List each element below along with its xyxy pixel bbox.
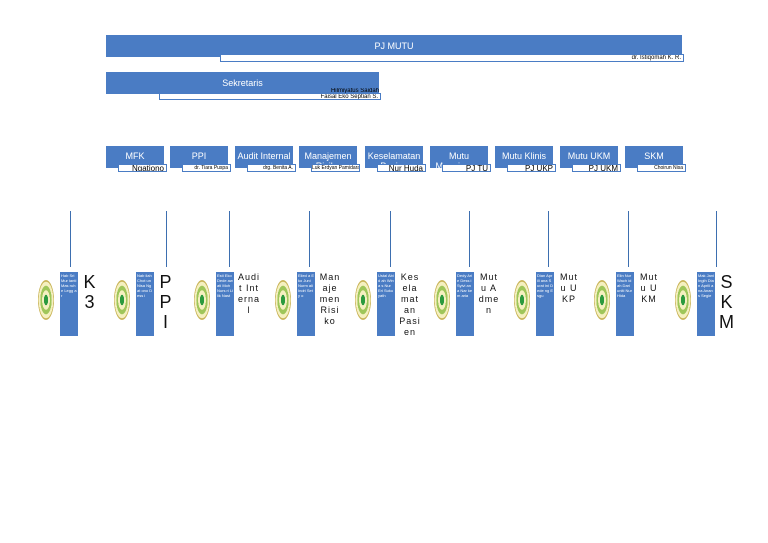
unit-name: Nur Huda [377,164,426,172]
sekretaris-box: Sekretaris [106,72,379,94]
member-group-label: Mutu UKP [559,272,578,304]
connector-line [309,211,310,267]
sekretaris-name-box: Hilmiyatus Saidah [159,88,381,99]
member-names-strip: Nab ilah Chot un Nisa Ngat ono Dess i [136,272,154,336]
member-names-strip: Esti Eko Dede awati Moh Nurs ri Lilik Na… [216,272,234,336]
connector-line [716,211,717,267]
member-names-strip: Dian Aprili ana Surat ini Dede ng Esgu [536,272,554,336]
puskesmas-logo-icon [514,280,530,320]
unit-box: MFK [106,146,164,168]
connector-line [166,211,167,267]
sekretaris-name-1: Hilmiyatus Saidah [330,88,379,94]
member-group-label: Mutu UKM [639,272,658,304]
member-names-strip: Elin Nur Wach idah Dari uniti Nur Hida [616,272,634,336]
connector-line [628,211,629,267]
unit-name: Ngationo [118,164,167,172]
unit-box: Audit Internal [235,146,293,168]
puskesmas-logo-icon [675,280,691,320]
puskesmas-logo-icon [434,280,450,320]
puskesmas-logo-icon [38,280,54,320]
puskesmas-logo-icon [114,280,130,320]
unit-title: MFK [125,151,145,161]
member-group-label: K3 [83,272,97,312]
sekretaris-name-frame: Faisal Eko Septian S. [159,93,381,100]
pj-mutu-title: PJ MUTU [374,41,414,51]
unit-box: PPI [170,146,228,168]
unit-name: PJ TU [442,164,491,172]
member-names-strip: Dedy Arie Dess i Syivi ana Nar kem aria [456,272,474,336]
puskesmas-logo-icon [275,280,291,320]
member-group-label: Keselamatan Pasien [399,272,421,337]
unit-name: dr. Tiara Puspa [182,164,231,172]
sekretaris-title: Sekretaris [222,78,263,88]
connector-line [548,211,549,267]
unit-box: Mutu Klinis [495,146,553,168]
member-names-strip: Hab Sri Mur ianti Mas ruhe Legg ar [60,272,78,336]
sekretaris-name-2: Faisal Eko Septian S. [320,94,378,100]
connector-line [229,211,230,267]
unit-name: Luk Erdyan Pamidara [311,164,360,172]
member-names-strip: Ustal Abid ah Wina s Nur Eri Suku yath [377,272,395,336]
puskesmas-logo-icon [194,280,210,320]
puskesmas-logo-icon [594,280,610,320]
connector-line [70,211,71,267]
unit-title: Mutu Klinis [501,151,546,161]
connector-line [390,211,391,267]
unit-name: drg. Benita A. [247,164,296,172]
member-names-strip: Elied a Eko Juni Nurm ali Indri Sety o [297,272,315,336]
member-group-label: Manajemen Risiko [319,272,341,326]
unit-title: Mutu UKM [567,151,611,161]
connector-line [469,211,470,267]
unit-title: SKM [644,151,664,161]
member-group-label: PPI [159,272,173,332]
unit-title: PPI [191,151,207,161]
unit-name: PJ UKP [507,164,556,172]
unit-box: Mutu UKM [560,146,618,168]
member-group-label: Audit Internal [238,272,260,315]
puskesmas-logo-icon [355,280,371,320]
unit-name: PJ UKM [572,164,621,172]
pj-mutu-box: PJ MUTU [106,35,682,57]
unit-name: Choirun Nisa [637,164,686,172]
member-group-label: SKM [719,272,735,332]
unit-box: SKM [625,146,683,168]
pj-mutu-name: dr. Istiqomah K. R. [220,54,684,62]
member-group-label: Mutu Admen [478,272,500,315]
unit-title: Audit Internal [237,151,291,161]
member-names-strip: Mak Jani Ingih Dian Aprili ana Anan s Se… [697,272,715,336]
